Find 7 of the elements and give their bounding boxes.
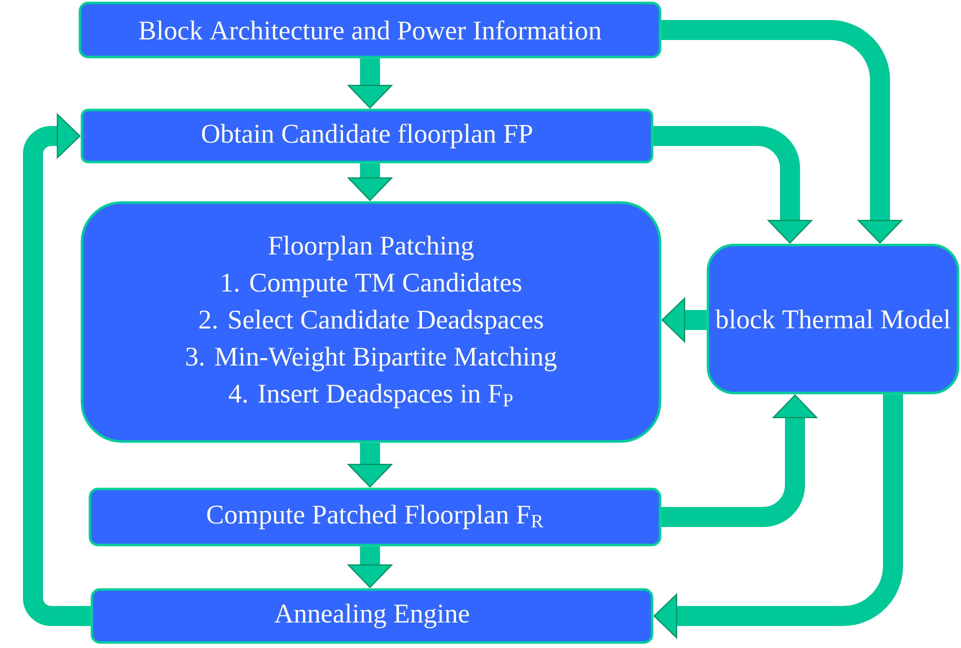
process-box: Block Architecture and Power Information xyxy=(78,2,662,58)
process-box: Obtain Candidate floorplan FP xyxy=(80,108,654,164)
step-list-box: Floorplan Patching 1. Compute TM Candidates 2. Select Candidate Deadspaces 3. Min-Weight Bipartite Matching 4. Insert Deadspaces in F$_{P}$ xyxy=(80,201,662,443)
arrow xyxy=(23,112,91,626)
process-box: Compute Patched Floorplan F$_{R}$ xyxy=(88,488,662,546)
process-box: Annealing Engine xyxy=(90,588,654,644)
process-box: block Thermal Model xyxy=(706,244,960,394)
